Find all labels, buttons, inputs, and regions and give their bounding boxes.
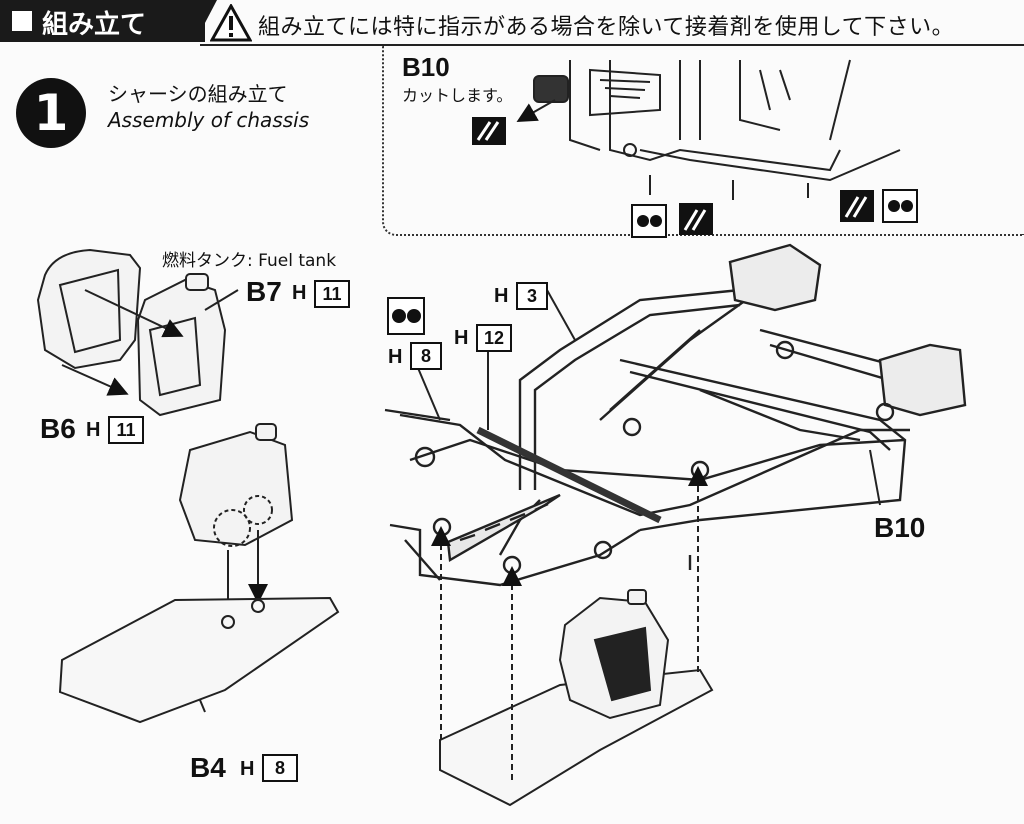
b6-number-box: 11 <box>108 416 144 444</box>
b7-sprue: H <box>292 282 307 304</box>
b4-sprue: H <box>240 758 255 780</box>
square-icon <box>12 11 32 31</box>
step-title-en: Assembly of chassis <box>108 108 310 132</box>
h3-number-box: 3 <box>516 282 548 310</box>
b4-label: B4 <box>190 752 226 783</box>
section-header: 組み立て <box>0 0 205 42</box>
lower-plate-with-tank <box>431 466 714 807</box>
b4-number-box: 8 <box>262 754 298 782</box>
b6-sprue: H <box>86 419 101 441</box>
b6-label: B6 <box>40 413 76 444</box>
inset-part-label: B10 <box>402 52 450 82</box>
glue-warning-text: 組み立てには特に指示がある場合を除いて接着剤を使用して下さい。 <box>258 15 955 40</box>
fuel-tank-label: 燃料タンク: Fuel tank <box>162 251 337 271</box>
header-rule <box>200 44 1024 46</box>
warning-icon <box>210 4 252 42</box>
h12-sprue: H <box>454 327 469 349</box>
inset-chassis-sketch <box>516 59 901 200</box>
step-number-badge: 1 <box>16 78 86 148</box>
header-slant <box>195 0 217 42</box>
b7-number-box: 11 <box>314 280 350 308</box>
steering-rod <box>476 426 662 524</box>
section-title: 組み立て <box>42 10 147 40</box>
b10-label: B10 <box>874 512 926 543</box>
inset-cut-instruction: カットします。 <box>402 86 513 105</box>
h8-number-box: 8 <box>410 342 442 370</box>
b7-label: B7 <box>246 276 282 307</box>
h8-sprue: H <box>388 346 403 368</box>
part-marker-icons <box>387 117 918 335</box>
leader-b10 <box>869 449 881 506</box>
leader-h8 <box>417 367 441 421</box>
h3-sprue: H <box>494 285 509 307</box>
fuel-tank-on-plate <box>58 423 340 724</box>
h12-number-box: 12 <box>476 324 512 352</box>
leader-h3 <box>546 289 576 341</box>
step-title-jp: シャーシの組み立て <box>108 82 288 106</box>
fuel-tank-halves <box>36 248 239 417</box>
chassis-frame <box>384 243 967 587</box>
